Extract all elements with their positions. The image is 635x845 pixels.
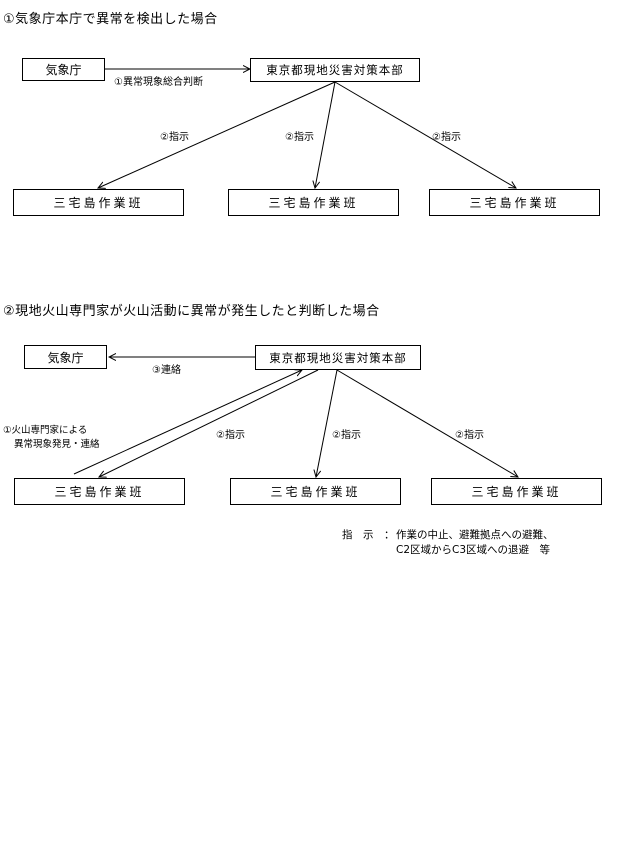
arrow-hq-to-team-left [98,81,336,188]
s2-team-box-middle: 三宅島作業班 [230,478,401,505]
s2-contact-label: ③連絡 [152,365,181,376]
legend-line1: 作業の中止、避難拠点への避難、 [396,529,554,541]
legend-line2: C2区域からC3区域への退避 等 [396,544,551,556]
s1-instruct-label-left: ②指示 [160,132,189,143]
arrow-hq-to-team-middle-2 [316,369,338,477]
s1-jma-box: 気象庁 [22,58,105,81]
s2-instruct-label-right: ②指示 [455,430,484,441]
arrow-hq-to-team-left-2 [99,369,319,477]
s2-instruct-label-middle: ②指示 [332,430,361,441]
s2-expert-label-line2: 異常現象発見・連絡 [14,439,100,450]
section2-heading: ②現地火山専門家が火山活動に異常が発生したと判断した場合 [3,304,380,319]
s1-instruct-label-right: ②指示 [432,132,461,143]
s2-team-box-left: 三宅島作業班 [14,478,185,505]
s1-team-box-middle: 三宅島作業班 [228,189,399,216]
legend-separator: ： [384,529,395,541]
section1-heading: ①気象庁本庁で異常を検出した場合 [3,12,218,27]
s2-hq-box: 東京都現地災害対策本部 [255,345,421,370]
s2-instruct-label-left: ②指示 [216,430,245,441]
s1-hq-box: 東京都現地災害対策本部 [250,58,420,82]
s2-expert-label-line1: ①火山専門家による [3,425,88,436]
s2-jma-box: 気象庁 [24,345,107,369]
arrow-hq-to-team-right [334,81,516,188]
s1-instruct-label-middle: ②指示 [285,132,314,143]
s1-team-box-right: 三宅島作業班 [429,189,600,216]
arrow-hq-to-team-right-2 [336,369,518,477]
s1-edge-report-label: ①異常現象総合判断 [114,77,203,88]
arrow-team-to-hq [73,370,302,475]
s1-team-box-left: 三宅島作業班 [13,189,184,216]
legend-term: 指 示 [342,529,374,541]
arrow-hq-to-team-middle [315,81,336,188]
s2-team-box-right: 三宅島作業班 [431,478,602,505]
